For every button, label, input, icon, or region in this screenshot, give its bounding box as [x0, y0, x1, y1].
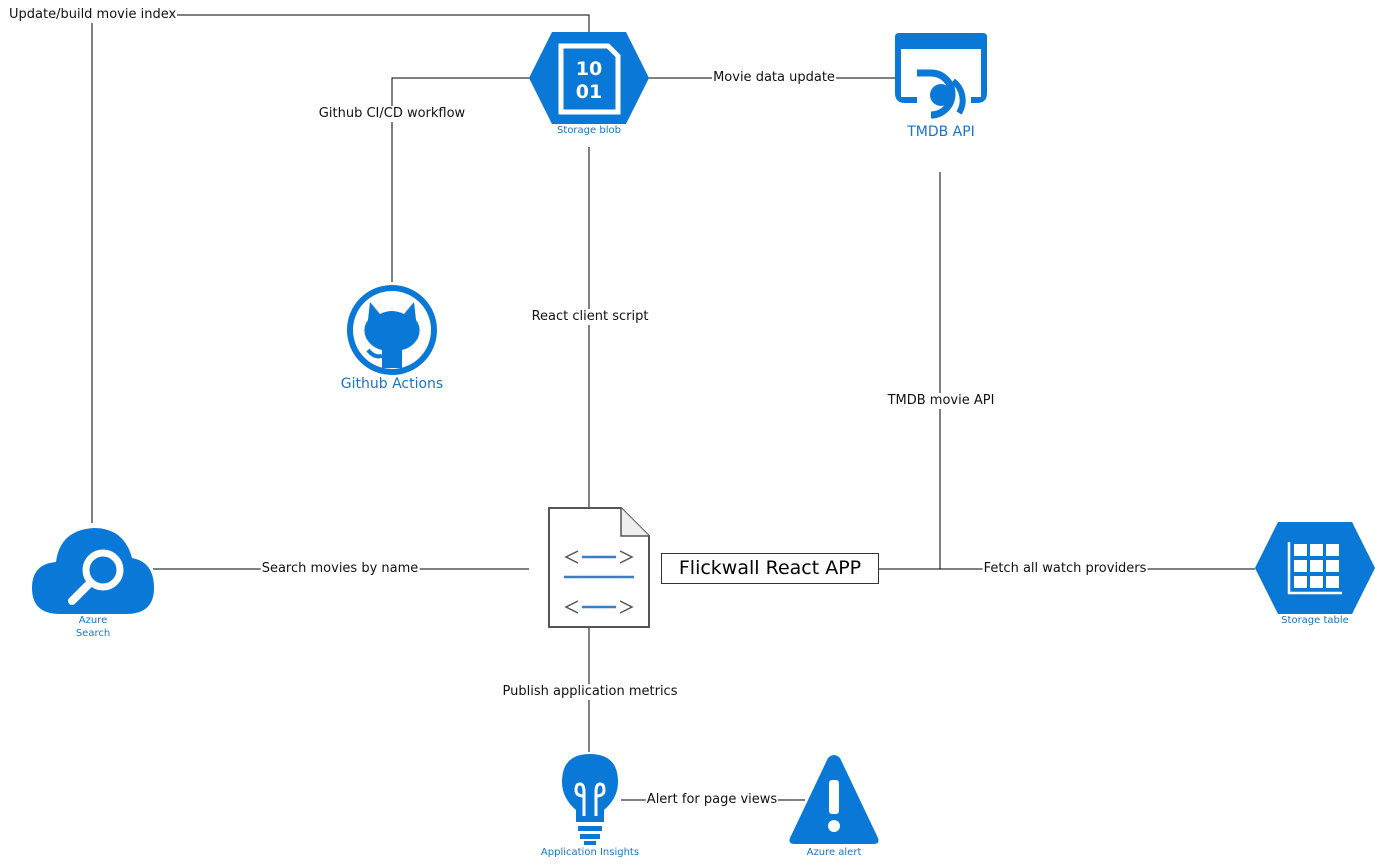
storage-blob-glyph-bottom: 01 [576, 81, 602, 103]
storage-blob-glyph-top: 10 [576, 58, 602, 80]
storage-table-label: Storage table [1281, 615, 1349, 626]
edge-label-github-cicd: Github CI/CD workflow [317, 106, 467, 122]
github-actions-label: Github Actions [340, 376, 444, 392]
tmdb-api-icon [895, 33, 987, 119]
edge-label-search-movies: Search movies by name [260, 561, 420, 577]
edge-label-update-index: Update/build movie index [8, 7, 178, 23]
azure-alert-icon [789, 755, 879, 844]
react-app-document-icon [548, 507, 650, 628]
edge-label-react-client-script: React client script [530, 309, 650, 325]
edge-label-alert-page-views: Alert for page views [645, 792, 779, 808]
application-insights-label: Application Insights [540, 847, 640, 858]
edge-github-cicd [391, 77, 530, 282]
edge-update-index [91, 14, 590, 523]
azure-search-label: Azure Search [76, 614, 110, 640]
tmdb-api-label: TMDB API [907, 124, 975, 140]
storage-blob-label: Storage blob [557, 125, 621, 136]
azure-search-label-line1: Azure [78, 615, 108, 626]
flickwall-app-label: Flickwall React APP [661, 553, 879, 584]
storage-table-icon [1255, 522, 1375, 614]
edge-label-tmdb-movie-api: TMDB movie API [886, 393, 996, 409]
edge-tmdb-movie-api [877, 172, 941, 570]
application-insights-icon [562, 754, 618, 845]
azure-search-icon [32, 528, 154, 614]
azure-alert-label: Azure alert [806, 847, 862, 858]
edge-label-movie-data-update: Movie data update [712, 70, 836, 86]
azure-search-label-line2: Search [75, 628, 111, 639]
edge-label-publish-metrics: Publish application metrics [501, 684, 679, 700]
edge-label-fetch-providers: Fetch all watch providers [982, 561, 1148, 577]
storage-blob-icon: 10 01 [529, 32, 649, 124]
github-actions-icon [347, 285, 437, 375]
